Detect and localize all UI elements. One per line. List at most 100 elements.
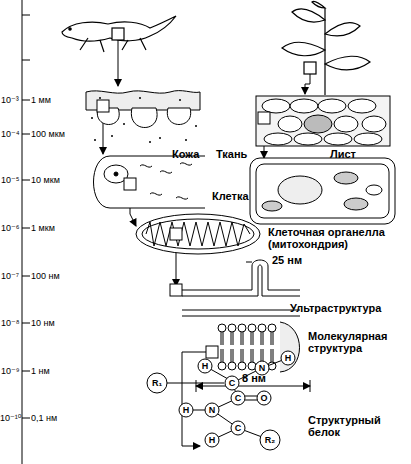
atom-symbol: O xyxy=(260,393,267,403)
circle-shape xyxy=(257,391,271,405)
scale-label: 10⁻⁵ xyxy=(1,175,20,185)
path-shape xyxy=(182,265,300,296)
ellipse-shape xyxy=(136,214,260,254)
rect-shape xyxy=(170,284,182,296)
path-shape xyxy=(282,42,325,56)
path-shape xyxy=(94,156,206,208)
level-label: Ультраструктура xyxy=(290,302,381,314)
scale-label: 10⁻⁶ xyxy=(1,223,19,233)
polyline-shape xyxy=(305,74,310,94)
circle-shape xyxy=(159,137,161,139)
line-shape xyxy=(22,15,30,16)
circle-shape xyxy=(238,362,246,370)
level-label: Ткань xyxy=(216,148,247,160)
path-shape xyxy=(146,222,250,246)
line-shape xyxy=(167,383,224,384)
scale-bar xyxy=(22,0,30,464)
circle-shape xyxy=(258,324,266,332)
line-shape xyxy=(22,60,30,61)
circle-shape xyxy=(99,97,101,99)
ellipse-shape xyxy=(354,133,382,145)
scale-label: 10⁻⁹ xyxy=(1,366,20,376)
ellipse-shape xyxy=(278,176,322,204)
circle-shape xyxy=(111,135,113,137)
rect-shape xyxy=(304,62,316,74)
line-shape xyxy=(196,386,310,387)
circle-shape xyxy=(205,403,219,417)
ellipse-shape xyxy=(262,201,282,211)
level-label: Кожа xyxy=(172,148,199,160)
circle-shape xyxy=(91,117,93,119)
level-label: Структурный белок xyxy=(308,414,400,438)
lizard xyxy=(62,16,176,52)
circle-shape xyxy=(218,362,226,370)
circle-shape xyxy=(69,28,71,30)
circle-shape xyxy=(185,139,187,141)
scale-label: 10⁻⁸ xyxy=(1,318,20,328)
level-label: Клеточная органелла (митохондрия) xyxy=(268,226,398,250)
circle-shape xyxy=(123,123,125,125)
path-shape xyxy=(221,332,273,362)
ellipse-shape xyxy=(362,116,386,132)
circle-shape xyxy=(147,373,167,393)
rect-shape xyxy=(206,346,218,358)
circle-shape xyxy=(228,362,236,370)
circle-shape xyxy=(94,139,96,141)
ellipse-shape xyxy=(278,116,302,132)
g-shape xyxy=(91,97,197,143)
rect-shape xyxy=(170,228,182,240)
ellipse-shape xyxy=(318,99,346,113)
circle-shape xyxy=(179,99,181,101)
skin xyxy=(86,91,200,143)
ultrastructure xyxy=(170,260,300,316)
ellipse-shape xyxy=(348,99,376,113)
atom-symbol: H xyxy=(209,435,216,445)
line-shape xyxy=(22,134,30,135)
circle-shape xyxy=(195,125,197,127)
rect-shape xyxy=(258,112,270,124)
line-shape xyxy=(22,418,30,419)
line-shape xyxy=(22,323,30,324)
rect-shape xyxy=(112,28,124,40)
atom-symbol: H xyxy=(183,405,190,415)
circle-shape xyxy=(149,141,151,143)
line-shape xyxy=(246,262,252,263)
scale-label: 10 мкм xyxy=(31,175,60,185)
rect-shape xyxy=(124,178,136,190)
line-shape xyxy=(118,40,119,86)
plant xyxy=(282,1,370,95)
atom-symbol: H xyxy=(285,353,292,363)
circle-shape xyxy=(260,430,280,450)
scale-label: 0,1 нм xyxy=(31,413,57,423)
ellipse-shape xyxy=(344,198,368,210)
line-shape xyxy=(22,371,30,372)
ellipse-shape xyxy=(294,133,322,145)
circle-shape xyxy=(114,172,118,176)
ellipse-shape xyxy=(324,133,352,145)
ellipse-shape xyxy=(334,116,358,132)
path-shape xyxy=(62,16,176,41)
circle-shape xyxy=(238,324,246,332)
line-shape xyxy=(196,380,197,392)
ellipse-shape xyxy=(264,133,292,145)
path-shape xyxy=(280,322,300,372)
level-label: Лист xyxy=(330,148,356,160)
line-shape xyxy=(22,100,30,101)
rect-shape xyxy=(97,100,109,112)
circle-shape xyxy=(139,97,141,99)
circle-shape xyxy=(179,403,193,417)
scale-label: 1 нм xyxy=(31,366,50,376)
ellipse-shape xyxy=(366,185,382,195)
circle-shape xyxy=(225,376,239,390)
line-shape xyxy=(22,0,23,464)
scale-label: 10⁻¹⁰ xyxy=(0,413,21,423)
animal-cell xyxy=(94,156,206,208)
path-shape xyxy=(312,1,325,8)
rect-shape xyxy=(256,164,389,218)
atom-symbol: H xyxy=(202,361,209,371)
atom-symbol: N xyxy=(209,405,216,415)
circle-shape xyxy=(205,433,219,447)
scale-label: 10 нм xyxy=(31,318,55,328)
scale-label: 1 мкм xyxy=(31,223,55,233)
scale-label: 10⁻⁴ xyxy=(1,129,20,139)
